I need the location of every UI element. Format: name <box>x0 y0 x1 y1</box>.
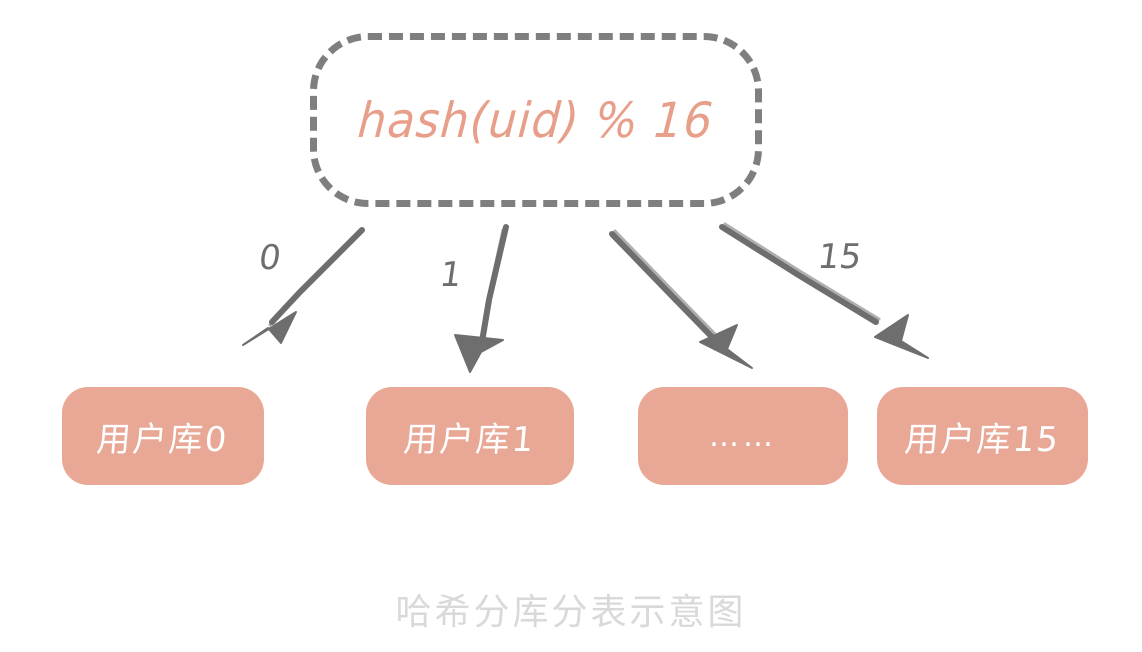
edge-label-15: 15 <box>815 237 865 277</box>
arrow-to-shard-1 <box>454 224 509 373</box>
edge-label-1: 1 <box>437 255 465 295</box>
shard-node-ellipsis: …… <box>638 387 848 485</box>
shard-node-1: 用户库1 <box>366 387 574 485</box>
shard-label-0: 用户库0 <box>95 419 231 460</box>
shard-node-0: 用户库0 <box>62 387 264 485</box>
hash-function-node: hash(uid) % 16 <box>310 33 762 207</box>
shard-node-15: 用户库15 <box>877 387 1088 485</box>
diagram-caption: 哈希分库分表示意图 <box>395 592 747 633</box>
shard-label-15: 用户库15 <box>902 419 1062 460</box>
hash-function-label: hash(uid) % 16 <box>356 91 716 149</box>
shard-label-1: 用户库1 <box>402 419 538 460</box>
edge-label-0: 0 <box>256 238 284 278</box>
shard-label-ellipsis: …… <box>709 418 777 454</box>
arrow-to-shard-2 <box>609 229 753 369</box>
